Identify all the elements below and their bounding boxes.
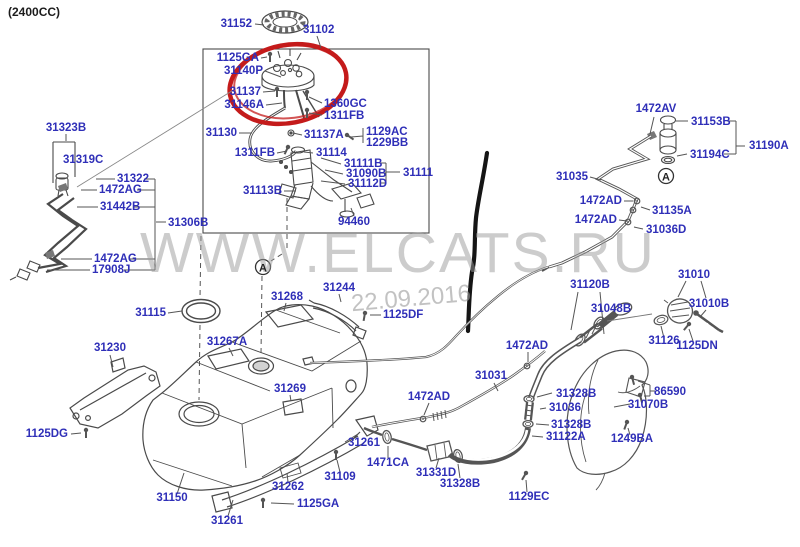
part-label-1125DN: 1125DN — [676, 340, 718, 352]
leader-lines — [47, 23, 745, 517]
part-label-31114: 31114 — [316, 147, 347, 159]
bold-marker-line — [465, 150, 490, 334]
part-label-31323B: 31323B — [46, 122, 86, 134]
part-label-31268: 31268 — [271, 291, 304, 303]
watermark-site: WWW.ELCATS.RU — [140, 221, 656, 285]
vapor-tube-assembly-drawing — [9, 88, 236, 281]
part-label-31442B: 31442B — [100, 201, 140, 213]
part-label-31194C: 31194C — [690, 149, 730, 161]
part-label-1229BB: 1229BB — [366, 137, 408, 149]
part-label-1472AD: 1472AD — [580, 195, 622, 207]
part-label-31261: 31261 — [211, 515, 244, 527]
part-label-31152: 31152 — [221, 18, 252, 30]
part-label-31328B: 31328B — [551, 419, 591, 431]
fuel-tank-drawing — [69, 299, 379, 513]
part-label-1471CA: 1471CA — [367, 457, 409, 469]
part-label-31267A: 31267A — [207, 336, 247, 348]
part-label-31137: 31137 — [230, 86, 261, 98]
part-label-31122A: 31122A — [546, 431, 586, 443]
part-label-31113B: 31113B — [243, 185, 282, 197]
part-label-31031: 31031 — [475, 370, 508, 382]
part-label-1472AG: 1472AG — [99, 184, 142, 196]
page-title: (2400CC) — [8, 5, 61, 19]
part-label-1472AV: 1472AV — [636, 103, 677, 115]
part-label-31328B: 31328B — [440, 478, 480, 490]
red-highlight-circle — [227, 41, 349, 127]
part-label-31306B: 31306B — [168, 217, 208, 229]
part-label-31137A: 31137A — [304, 129, 344, 141]
lock-ring-drawing — [261, 10, 309, 34]
part-label-31130: 31130 — [206, 127, 237, 139]
part-label-31036: 31036 — [549, 402, 581, 414]
part-label-31146A: 31146A — [224, 99, 264, 111]
part-label-1125GA: 1125GA — [217, 52, 259, 64]
check-valve-drawing — [647, 115, 677, 165]
part-label-17908J: 17908J — [92, 264, 130, 276]
part-label-31230: 31230 — [94, 342, 126, 354]
part-label-31140P: 31140P — [224, 65, 263, 77]
part-label-31048B: 31048B — [591, 303, 631, 315]
part-label-31035: 31035 — [556, 171, 589, 183]
part-label-31111B: 31111B — [344, 158, 382, 170]
part-label-1249BA: 1249BA — [611, 433, 653, 445]
part-label-31153B: 31153B — [691, 116, 731, 128]
part-label-31102: 31102 — [303, 24, 334, 36]
part-label-31070B: 31070B — [628, 399, 668, 411]
part-label-31010B: 31010B — [689, 298, 729, 310]
connection-marker-A: A — [662, 172, 670, 184]
part-label-31120B: 31120B — [570, 279, 610, 291]
part-label-94460: 94460 — [338, 216, 370, 228]
part-label-1472AG: 1472AG — [94, 253, 137, 265]
part-label-1472AD: 1472AD — [575, 214, 617, 226]
part-label-1311FB: 1311FB — [324, 110, 364, 122]
connection-marker-A: A — [259, 263, 267, 275]
part-label-31150: 31150 — [156, 492, 187, 504]
part-label-1472AD: 1472AD — [506, 340, 548, 352]
part-label-31190A: 31190A — [749, 140, 789, 152]
filler-neck-drawing — [363, 298, 724, 491]
part-label-1360GC: 1360GC — [324, 98, 367, 110]
part-label-31331D: 31331D — [416, 467, 456, 479]
connection-marker-circles — [254, 167, 675, 276]
part-label-31111: 31111 — [403, 167, 434, 179]
part-label-1129AC: 1129AC — [366, 126, 408, 138]
part-label-1125DG: 1125DG — [26, 428, 68, 440]
part-label-31109: 31109 — [324, 471, 355, 483]
part-label-31269: 31269 — [274, 383, 306, 395]
tank-vent-tube-drawing — [309, 265, 549, 365]
part-label-31115: 31115 — [135, 307, 166, 319]
part-label-31126: 31126 — [648, 335, 679, 347]
vapor-tube-31031-drawing — [371, 350, 546, 429]
part-label-1129EC: 1129EC — [509, 491, 550, 503]
part-label-86590: 86590 — [654, 386, 686, 398]
part-label-31319C: 31319C — [63, 154, 103, 166]
part-label-31010: 31010 — [678, 269, 710, 281]
part-label-31262: 31262 — [272, 481, 304, 493]
part-label-31112D: 31112D — [348, 178, 387, 190]
part-label-31328B: 31328B — [556, 388, 596, 400]
part-label-1311FB: 1311FB — [235, 147, 275, 159]
part-label-1125DF: 1125DF — [383, 309, 423, 321]
part-label-31322: 31322 — [117, 173, 149, 185]
part-label-31036D: 31036D — [646, 224, 686, 236]
part-label-1472AD: 1472AD — [408, 391, 450, 403]
part-label-31090B: 31090B — [346, 168, 386, 180]
assembly-dashed-lines — [198, 198, 288, 401]
part-label-31261: 31261 — [348, 437, 381, 449]
part-label-31135A: 31135A — [652, 205, 692, 217]
part-label-31244: 31244 — [323, 282, 356, 294]
part-label-1125GA: 1125GA — [297, 498, 339, 510]
